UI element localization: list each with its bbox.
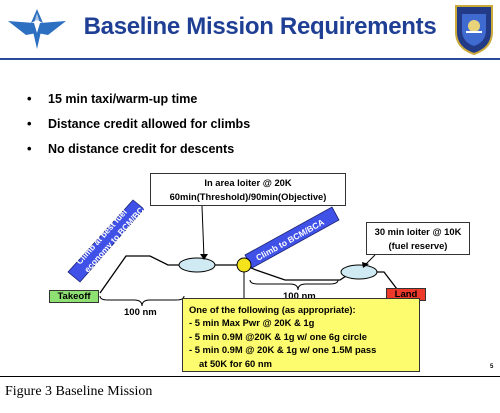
- land-label: Land: [386, 288, 426, 301]
- takeoff-label: Takeoff: [49, 290, 99, 303]
- page-number: 5: [490, 364, 494, 370]
- combat-point: [236, 257, 252, 273]
- leg1-distance: 100 nm: [124, 307, 157, 318]
- combat-options-box: One of the following (as appropriate): -…: [182, 298, 420, 372]
- requirements-list: •15 min taxi/warm-up time •Distance cred…: [24, 91, 251, 167]
- leg2-distance: 100 nm: [283, 291, 316, 302]
- climb1-arrow: [67, 199, 145, 283]
- list-item: •No distance credit for descents: [27, 141, 235, 156]
- fuel-reserve-box: 30 min loiter @ 10K (fuel reserve): [366, 222, 470, 255]
- slide-header: Baseline Mission Requirements: [0, 0, 500, 56]
- list-item: •Distance credit allowed for climbs: [27, 116, 251, 131]
- area-loiter-callout: [201, 205, 205, 259]
- area-loiter-ellipse: [178, 257, 216, 273]
- header-divider: [0, 58, 500, 60]
- leg2-bracket: [249, 279, 339, 291]
- list-item: •15 min taxi/warm-up time: [27, 91, 198, 106]
- air-force-wings-logo: [8, 9, 66, 49]
- leg1-bracket: [99, 295, 185, 307]
- climb2-label: Climb to BCM/BCA: [254, 217, 326, 263]
- caption-divider: [0, 376, 500, 377]
- command-shield-emblem: [455, 5, 493, 56]
- area-loiter-box: In area loiter @ 20K 60min(Threshold)/90…: [150, 173, 346, 206]
- reserve-loiter-ellipse: [340, 264, 378, 280]
- page-title: Baseline Mission Requirements: [83, 13, 437, 40]
- figure-caption: Figure 3 Baseline Mission: [5, 384, 153, 399]
